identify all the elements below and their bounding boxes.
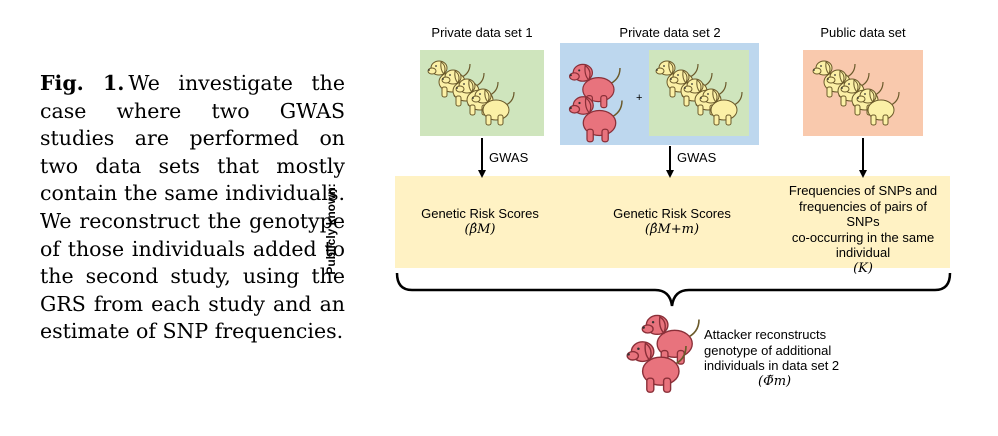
curly-brace (397, 273, 950, 306)
dog-icon (570, 97, 623, 142)
attacker-dogs (627, 315, 699, 392)
dogs-private-1 (428, 61, 514, 125)
dogs-public (813, 61, 899, 125)
dogs-private-2-added (570, 64, 623, 141)
dogs-private-2-shared (656, 61, 742, 125)
